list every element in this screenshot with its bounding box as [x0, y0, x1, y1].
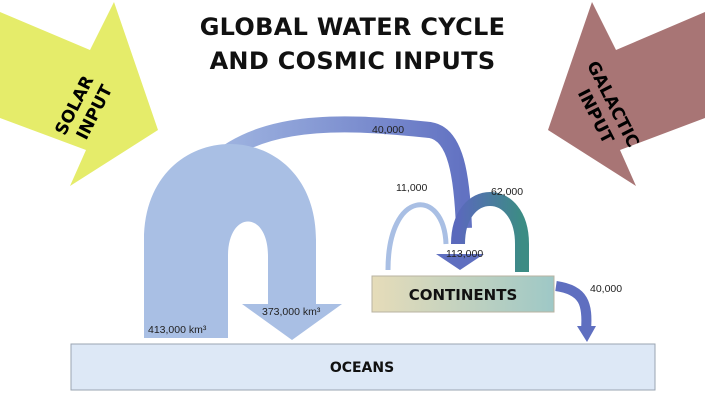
ocean-evaporation-value: 413,000 km³	[148, 324, 207, 336]
runoff-value: 40,000	[590, 283, 622, 295]
land-recycling-arrow	[385, 202, 449, 271]
land-precipitation-arrowhead	[436, 254, 484, 270]
continents-box	[371, 275, 555, 313]
runoff-arrow	[555, 281, 596, 342]
oceans-label: OCEANS	[330, 360, 394, 376]
diagram-title: GLOBAL WATER CYCLE AND COSMIC INPUTS	[0, 10, 705, 78]
continents-label: CONTINENTS	[409, 286, 518, 304]
oceans-box	[70, 343, 656, 391]
solar-input-arrow: SOLAR INPUT	[0, 2, 158, 186]
ocean-evaporation-arch	[144, 144, 342, 340]
land-recycling-value: 11,000	[396, 182, 427, 194]
title-line-2: AND COSMIC INPUTS	[209, 47, 496, 75]
land-precipitation-value: 113,000	[446, 248, 483, 260]
land-evapotranspiration-arrow	[451, 192, 529, 272]
ocean-precipitation-value: 373,000 km³	[262, 306, 321, 318]
title-line-1: GLOBAL WATER CYCLE	[199, 13, 506, 41]
galactic-input-arrow: GALACTIC INPUT	[548, 2, 705, 186]
ocean-to-land-transport-value: 40,000	[372, 124, 404, 136]
land-evapotranspiration-value: 62,000	[491, 186, 523, 198]
